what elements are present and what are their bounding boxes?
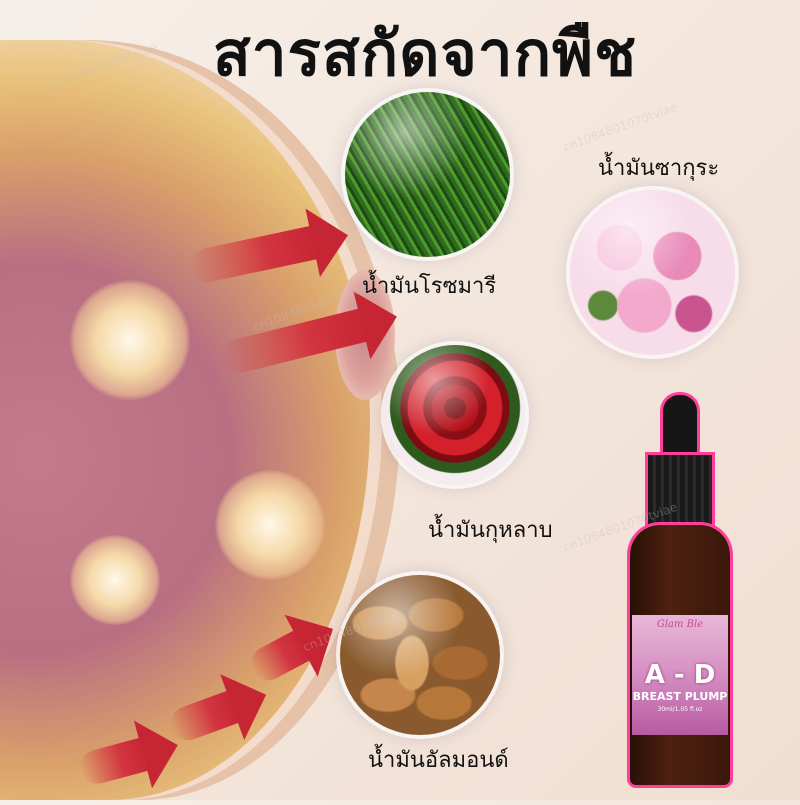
product-volume: 30ml/1.05 fl.oz [657,706,703,713]
watermark: cn1084801070tviae [561,99,680,155]
page-title: สารสกัดจากพืช [212,17,638,90]
almond-image [340,575,500,735]
dropper-bulb [663,395,697,455]
product-label: Glam Ble A - D BREAST PLUMP 30ml/1.05 fl… [632,615,728,735]
bottle-cap [648,455,712,525]
ingredient-label-almond: น้ำมันอัลมอนด์ [368,748,509,773]
ingredient-label-rosemary: น้ำมันโรซมารี [362,274,497,299]
brand-name: Glam Ble [656,619,704,630]
ingredient-label-rose: น้ำมันกุหลาบ [428,518,553,543]
glow-orb [70,280,190,400]
product-bottle: Glam Ble A - D BREAST PLUMP 30ml/1.05 fl… [630,395,730,785]
glow-orb [70,535,160,625]
product-model: A - D [644,660,716,690]
rose-image [385,345,525,485]
breast-anatomy-illustration [0,40,400,800]
ingredient-label-sakura: น้ำมันซากุระ [598,156,720,181]
glow-orb [215,470,325,580]
rosemary-image [345,92,510,257]
sakura-image [570,190,735,355]
product-name: BREAST PLUMP [632,690,728,703]
